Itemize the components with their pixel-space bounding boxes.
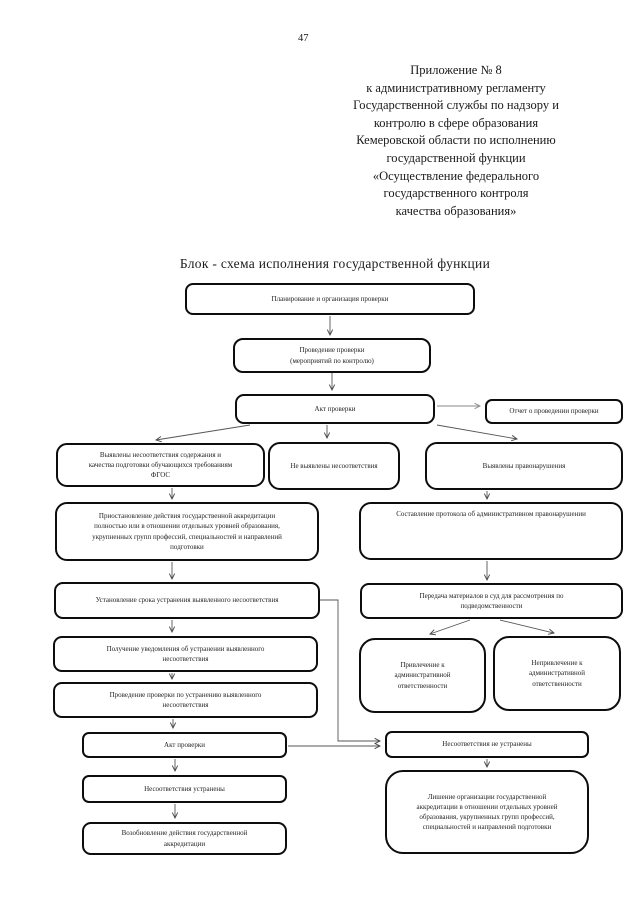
- appendix-header: Приложение № 8 к административному регла…: [316, 62, 596, 220]
- flow-node-label: Выявлены несоответствия содержания и кач…: [88, 450, 233, 480]
- flow-node-inspection-report: Отчет о проведении проверки: [485, 399, 623, 424]
- flow-node-court-transfer: Передача материалов в суд для рассмотрен…: [360, 583, 623, 619]
- flow-node-label: Несоответствия не устранены: [442, 740, 532, 749]
- flow-node-no-nonconformity: Не выявлены несоответствия: [268, 442, 400, 490]
- flow-node-label: Установление срока устранения выявленног…: [95, 596, 279, 605]
- flow-node-prosecution: Привлечение к административной ответстве…: [359, 638, 486, 713]
- flow-node-inspection: Проведение проверки (мероприятий по конт…: [233, 338, 431, 373]
- flow-node-protocol-drafting: Составление протокола об административно…: [359, 502, 623, 560]
- flow-node-label: Планирование и организация проверки: [271, 294, 389, 303]
- flow-node-label: Возобновление действия государственной а…: [121, 829, 248, 848]
- flow-node-planning: Планирование и организация проверки: [185, 283, 475, 315]
- header-line: государственного контроля: [383, 186, 529, 201]
- flow-node-label: Акт проверки: [314, 404, 356, 413]
- flowchart-title: Блок - схема исполнения государственной …: [179, 256, 491, 271]
- flow-node-eliminated: Несоответствия устранены: [82, 775, 287, 803]
- flow-node-accreditation-renewal: Возобновление действия государственной а…: [82, 822, 287, 855]
- flow-node-label: Проведение проверки по устранению выявле…: [109, 690, 262, 709]
- flow-node-label: Получение уведомления об устранении выяв…: [106, 644, 265, 663]
- page-number: 47: [298, 33, 309, 44]
- flow-node-notification-received: Получение уведомления об устранении выяв…: [53, 636, 318, 672]
- flow-node-nonconformity-found: Выявлены несоответствия содержания и кач…: [56, 443, 265, 487]
- flow-node-reinspection-act: Акт проверки: [82, 732, 287, 758]
- flow-node-no-prosecution: Непривлечение к административной ответст…: [493, 636, 621, 711]
- flow-node-label: Не выявлены несоответствия: [290, 461, 378, 470]
- flow-node-label: Составление протокола об административно…: [396, 510, 586, 518]
- flow-node-label: Выявлены правонарушения: [482, 461, 566, 470]
- flow-node-not-eliminated: Несоответствия не устранены: [385, 731, 589, 758]
- flow-node-label: Несоответствия устранены: [144, 784, 225, 793]
- header-line: государственной функции: [386, 150, 526, 165]
- header-line: качества образования»: [395, 203, 517, 218]
- flow-node-label: Непривлечение к административной ответст…: [528, 659, 586, 688]
- header-line: Приложение № 8: [410, 63, 502, 77]
- flow-node-inspection-act: Акт проверки: [235, 394, 435, 424]
- flow-node-deadline-setting: Установление срока устранения выявленног…: [54, 582, 320, 619]
- header-line: Государственной службы по надзору и: [353, 98, 559, 113]
- header-line: «Осуществление федерального: [372, 168, 540, 183]
- flow-node-accreditation-suspension: Приостановление действия государственной…: [55, 502, 319, 561]
- header-line: контролю в сфере образования: [373, 115, 539, 130]
- flow-node-reinspection: Проведение проверки по устранению выявле…: [53, 682, 318, 718]
- flow-node-label: Приостановление действия государственной…: [92, 512, 282, 551]
- flow-node-violations-found: Выявлены правонарушения: [425, 442, 623, 490]
- flow-node-label: Передача материалов в суд для рассмотрен…: [419, 591, 564, 610]
- header-line: к административному регламенту: [366, 80, 546, 95]
- flow-node-label: Акт проверки: [164, 740, 205, 749]
- flow-node-label: Привлечение к административной ответстве…: [394, 661, 451, 690]
- flow-node-label: Лишение организации государственной аккр…: [416, 792, 558, 832]
- flow-node-accreditation-revocation: Лишение организации государственной аккр…: [385, 770, 589, 854]
- flow-node-label: Отчет о проведении проверки: [509, 407, 599, 416]
- flow-node-label: Проведение проверки (мероприятий по конт…: [290, 346, 374, 365]
- header-line: Кемеровской области по исполнению: [356, 133, 556, 148]
